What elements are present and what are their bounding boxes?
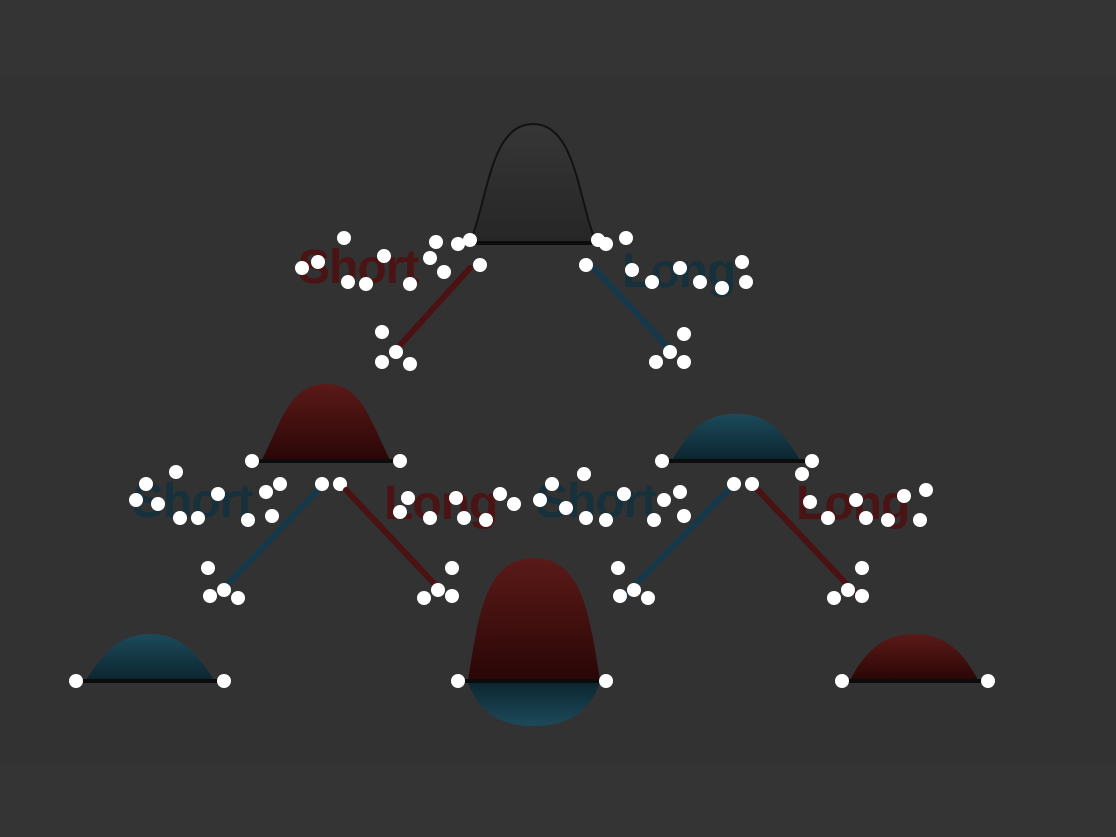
right-node-right-handle[interactable] (805, 454, 819, 468)
root-distribution-curve (468, 122, 598, 243)
left-node-long-arrow (343, 487, 459, 605)
leaf-left-curve (86, 634, 214, 680)
right-node-label-handles (533, 467, 933, 527)
right-node-curve (672, 414, 800, 460)
leaf-right-curve (850, 634, 978, 680)
leaf-left (69, 634, 231, 688)
root-long-label-handles (599, 231, 753, 295)
left-node-left-handle[interactable] (245, 454, 259, 468)
right-node-short-arrow (611, 477, 741, 605)
leaf-center (451, 558, 613, 726)
left-node-curve (262, 384, 390, 460)
root-long-arrow (579, 258, 691, 369)
left-node-right-handle[interactable] (393, 454, 407, 468)
left-node-short-arrow (201, 477, 347, 605)
leaf-left-left-handle[interactable] (69, 674, 83, 688)
right-node (655, 414, 819, 468)
root-short-label-handles (295, 231, 465, 291)
leaf-right-left-handle[interactable] (835, 674, 849, 688)
leaf-right-right-handle[interactable] (981, 674, 995, 688)
leaf-right (835, 634, 995, 688)
bottom-band (0, 764, 1116, 837)
right-node-left-handle[interactable] (655, 454, 669, 468)
root-short-arrow (375, 258, 487, 371)
root-left-handle[interactable] (463, 233, 477, 247)
leaf-center-left-handle[interactable] (451, 674, 465, 688)
leaf-center-right-handle[interactable] (599, 674, 613, 688)
top-band (0, 0, 1116, 76)
root-node (463, 122, 605, 247)
left-node (245, 384, 407, 468)
right-node-long-arrow (745, 477, 869, 605)
leaf-center-upper-curve (468, 558, 600, 680)
leaf-left-right-handle[interactable] (217, 674, 231, 688)
left-node-label-handles (129, 465, 521, 527)
leaf-center-lower-curve (468, 682, 600, 726)
